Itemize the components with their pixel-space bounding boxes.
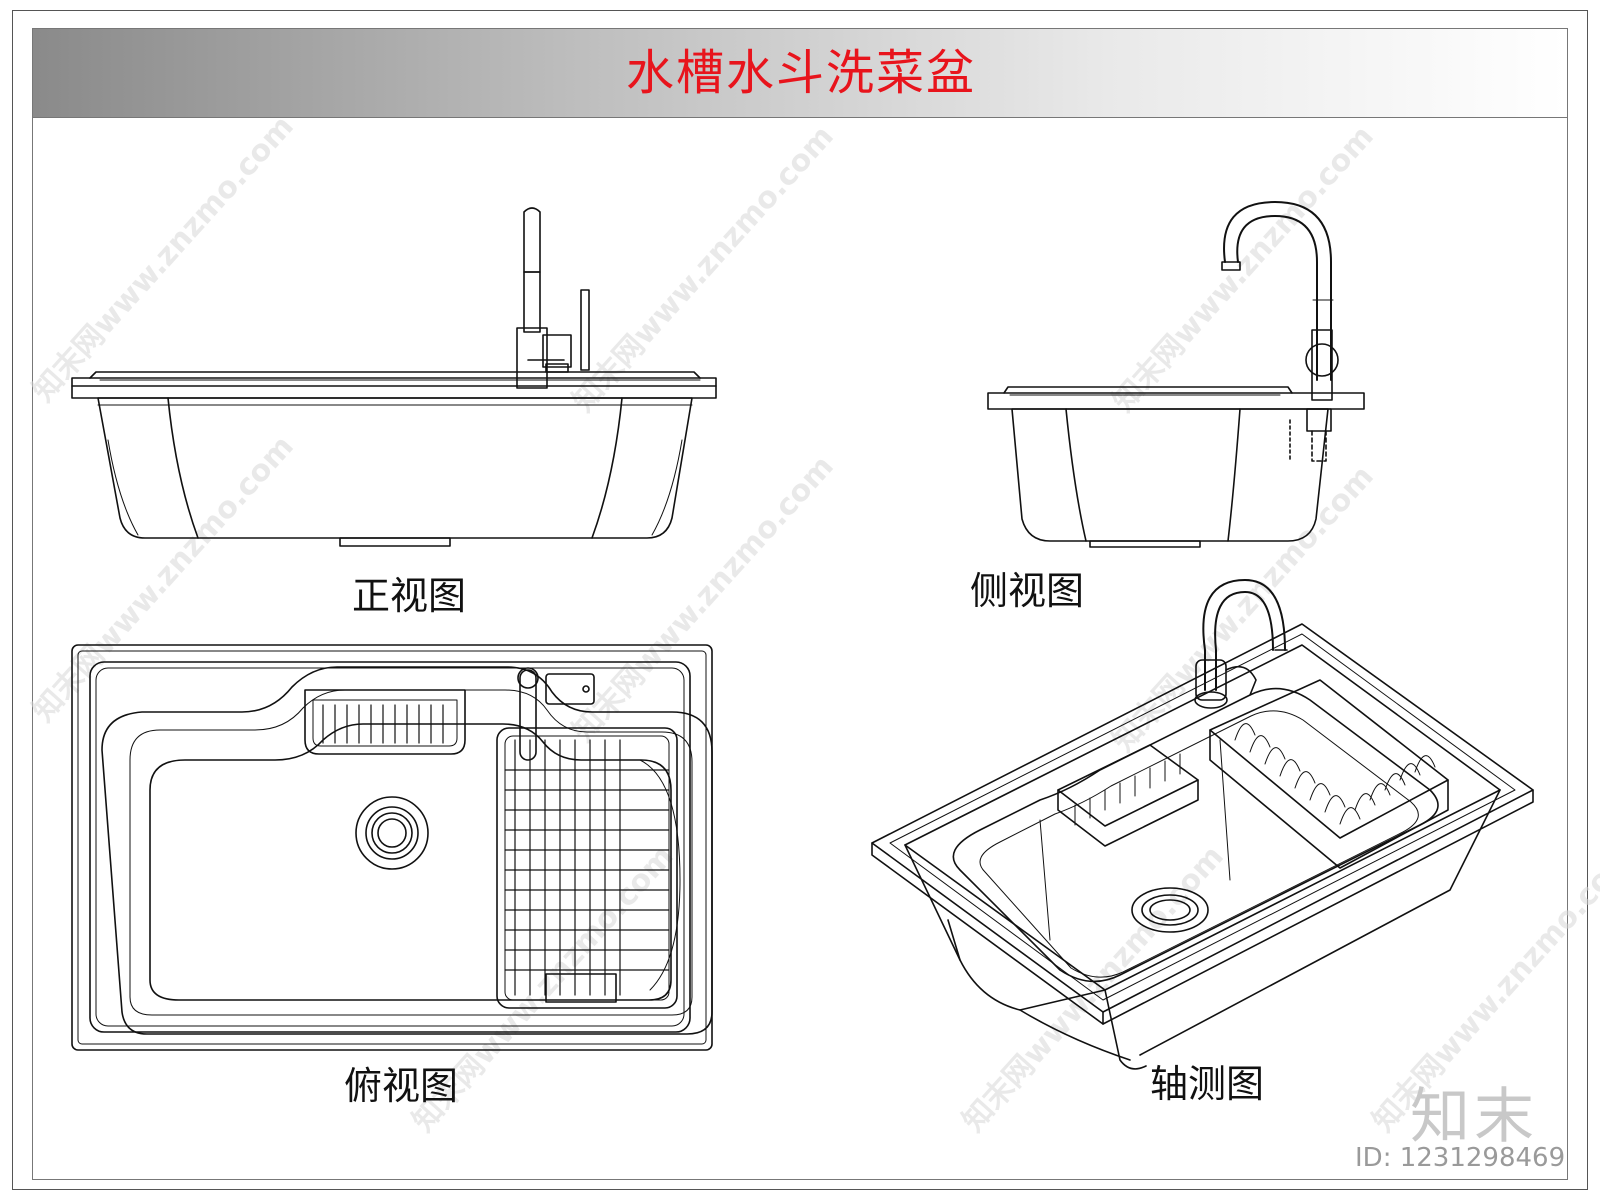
page-title: 水槽水斗洗菜盆 <box>625 45 976 101</box>
title-banner: 水槽水斗洗菜盆 <box>32 28 1568 118</box>
isometric-view-drawing <box>871 579 1534 1070</box>
iso-view-label: 轴测图 <box>1150 1062 1265 1106</box>
top-view-drawing <box>71 644 713 1051</box>
drawing-frame <box>12 10 1588 1190</box>
iso-basket-bars <box>1074 753 1181 826</box>
rack-bars <box>504 739 670 996</box>
iso-rack-bars <box>1234 723 1436 825</box>
basket-bars <box>322 704 444 744</box>
side-view-drawing <box>987 201 1365 548</box>
drawing-panel <box>32 118 1568 1180</box>
watermark-brand: 知末 <box>1410 1082 1538 1152</box>
top-view-label: 俯视图 <box>344 1064 459 1108</box>
front-view-drawing <box>71 207 717 547</box>
front-view-label: 正视图 <box>352 574 467 618</box>
watermark-id: ID: 1231298469 <box>1355 1143 1566 1173</box>
side-view-label: 侧视图 <box>970 569 1085 613</box>
